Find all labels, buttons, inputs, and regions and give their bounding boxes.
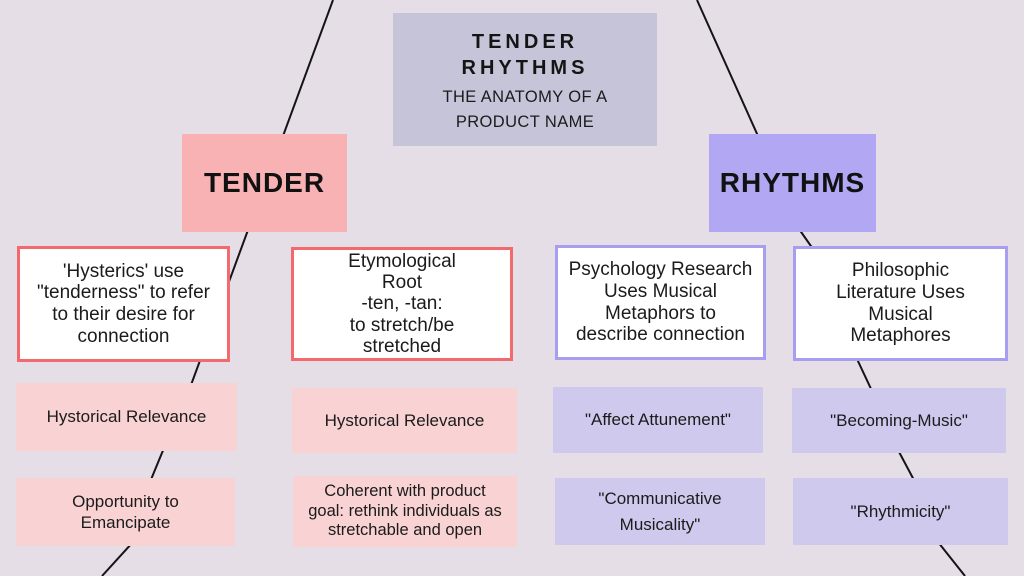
central-topic-box[interactable]: TENDER RHYTHMS THE ANATOMY OF A PRODUCT …	[393, 13, 657, 146]
connector-philosophic-to-becoming	[856, 358, 873, 392]
node-rhythms-label: RHYTHMS	[719, 167, 866, 198]
node-affect-attunement[interactable]: "Affect Attunement"	[553, 387, 763, 453]
node-philosophic-literature-text: Philosophic Literature Uses Musical Meta…	[836, 260, 965, 347]
node-opportunity-emancipate-text: Opportunity to Emancipate	[72, 491, 179, 532]
title-subheading: THE ANATOMY OF A PRODUCT NAME	[442, 87, 608, 131]
connector-opportunity-down	[101, 541, 134, 576]
node-affect-attunement-text: "Affect Attunement"	[585, 410, 731, 430]
node-coherent-product-goal-text: Coherent with product goal: rethink indi…	[308, 481, 502, 540]
node-coherent-product-goal[interactable]: Coherent with product goal: rethink indi…	[293, 476, 517, 547]
node-tender[interactable]: TENDER	[182, 134, 347, 232]
node-philosophic-literature[interactable]: Philosophic Literature Uses Musical Meta…	[793, 246, 1008, 361]
node-rhythmicity-text: "Rhythmicity"	[850, 501, 951, 521]
node-psychology-research[interactable]: Psychology Research Uses Musical Metapho…	[555, 245, 766, 360]
node-hystorical-relevance-1[interactable]: Hystorical Relevance	[16, 383, 237, 451]
connector-becoming-to-rhythmicity	[897, 449, 916, 483]
node-becoming-music-text: "Becoming-Music"	[830, 410, 968, 430]
node-communicative-musicality[interactable]: "Communicative Musicality"	[555, 478, 765, 545]
connector-hystorical-to-opportunity	[149, 447, 165, 483]
node-tender-label: TENDER	[203, 167, 326, 198]
node-etymological-root-text: Etymological Root -ten, -tan: to stretch…	[348, 250, 456, 357]
node-opportunity-emancipate[interactable]: Opportunity to Emancipate	[16, 478, 235, 546]
node-hystorical-relevance-1-text: Hystorical Relevance	[46, 407, 207, 427]
connector-root-to-tender	[282, 0, 334, 137]
connector-root-to-rhythms	[696, 0, 759, 137]
node-rhythms[interactable]: RHYTHMS	[709, 134, 876, 232]
connector-rhythms-to-philosophic	[798, 228, 814, 250]
node-rhythmicity[interactable]: "Rhythmicity"	[793, 478, 1008, 545]
connector-rhythmicity-down	[937, 541, 966, 576]
node-hystorical-relevance-2[interactable]: Hystorical Relevance	[292, 388, 517, 453]
title-heading: TENDER RHYTHMS	[461, 31, 589, 80]
node-hysterics-text: 'Hysterics' use "tenderness" to refer to…	[37, 260, 210, 347]
node-hystorical-relevance-2-text: Hystorical Relevance	[324, 410, 485, 430]
node-hysterics[interactable]: 'Hysterics' use "tenderness" to refer to…	[17, 246, 230, 362]
node-etymological-root[interactable]: Etymological Root -ten, -tan: to stretch…	[291, 247, 513, 361]
node-psychology-research-text: Psychology Research Uses Musical Metapho…	[568, 259, 753, 346]
node-communicative-musicality-text: "Communicative Musicality"	[598, 489, 722, 534]
node-becoming-music[interactable]: "Becoming-Music"	[792, 388, 1006, 453]
